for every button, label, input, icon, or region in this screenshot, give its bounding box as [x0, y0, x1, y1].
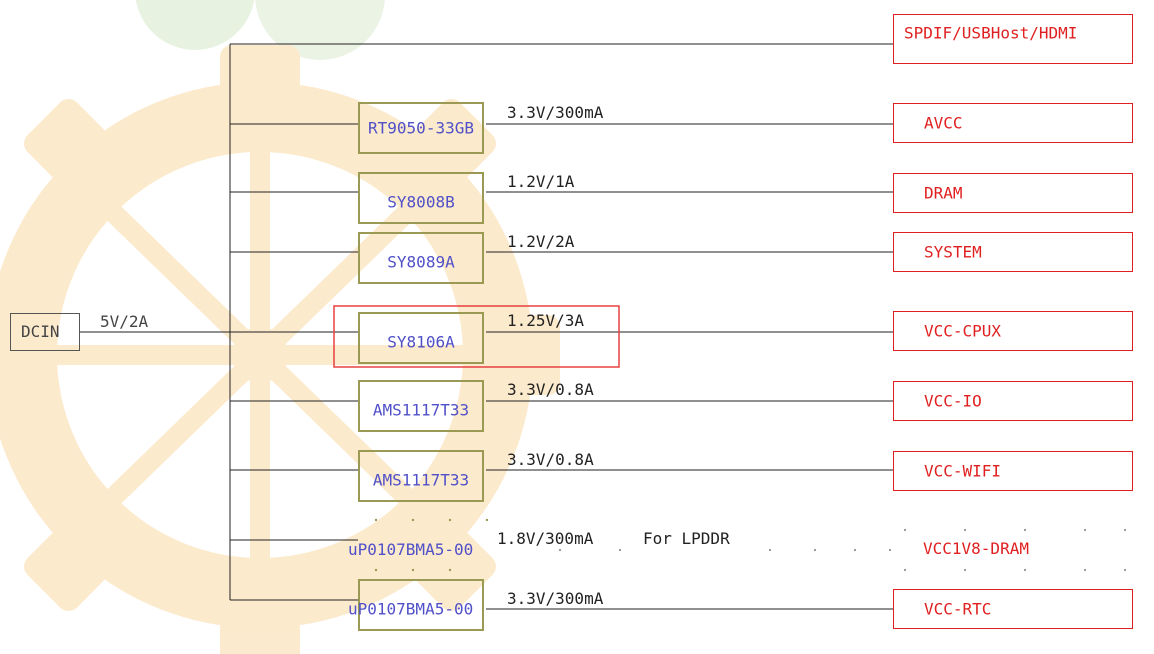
watermark-gear-spokes	[15, 110, 505, 600]
regulator-4-label: SY8106A	[387, 332, 455, 352]
regulator-8: uP0107BMA5-00	[348, 579, 484, 631]
rail-avcc-label: AVCC	[924, 113, 963, 133]
output-spec-7: 1.8V/300mA	[497, 529, 594, 548]
rail-spdif: SPDIF/USBHost/HDMI	[893, 14, 1133, 64]
rail-system: SYSTEM	[893, 232, 1133, 272]
regulator-5-label: AMS1117T33	[372, 400, 470, 420]
dotted-outlines	[374, 518, 489, 572]
output-spec-6: 3.3V/0.8A	[507, 450, 594, 469]
rail-vcc-rtc: VCC-RTC	[893, 589, 1133, 629]
rail-vcc-wifi: VCC-WIFI	[893, 451, 1133, 491]
regulator-3-label: SY8089A	[387, 252, 455, 272]
regulator-8-label: uP0107BMA5-00	[348, 599, 474, 619]
output-spec-1: 3.3V/300mA	[507, 103, 604, 122]
dcin-spec: 5V/2A	[100, 312, 149, 331]
regulator-4: SY8106A	[358, 312, 484, 364]
output-spec-2: 1.2V/1A	[507, 172, 575, 191]
regulator-5: AMS1117T33	[358, 380, 484, 432]
watermark-gear-teeth	[0, 45, 560, 654]
rail-dram: DRAM	[893, 173, 1133, 213]
output-spec-4: 1.25V/3A	[507, 311, 585, 330]
regulator-6-label: AMS1117T33	[372, 470, 470, 490]
rail-avcc: AVCC	[893, 103, 1133, 143]
regulator-1-label: RT9050-33GB	[368, 118, 474, 138]
watermark-leaf-left	[135, 0, 255, 50]
output-spec-5: 3.3V/0.8A	[507, 380, 594, 399]
rail-vcc-io: VCC-IO	[893, 381, 1133, 421]
rail-vcc-rtc-label: VCC-RTC	[924, 599, 992, 619]
watermark-logo	[0, 0, 560, 654]
rail-dram-label: DRAM	[924, 183, 963, 203]
regulator-1: RT9050-33GB	[358, 102, 484, 154]
output-spec-3: 1.2V/2A	[507, 232, 575, 251]
rail-vcc1v8-dram-label: VCC1V8-DRAM	[923, 539, 1029, 558]
wiring	[80, 43, 893, 610]
dcin-box: DCIN	[10, 313, 80, 351]
watermark-leaf-right	[255, 0, 385, 60]
rail-vcc-io-label: VCC-IO	[924, 391, 982, 411]
regulator-2-label: SY8008B	[387, 192, 455, 212]
rail-spdif-label: SPDIF/USBHost/HDMI	[904, 23, 1078, 43]
dcin-label: DCIN	[21, 322, 60, 341]
dotted-rail-outline	[559, 529, 1126, 571]
regulator-7-label: uP0107BMA5-00	[348, 540, 474, 559]
rail-system-label: SYSTEM	[924, 242, 982, 262]
rail-vcc-cpux-label: VCC-CPUX	[924, 321, 1002, 341]
highlight-box	[333, 305, 620, 368]
regulator-6: AMS1117T33	[358, 450, 484, 502]
output-spec-8: 3.3V/300mA	[507, 589, 604, 608]
rail-vcc-cpux: VCC-CPUX	[893, 311, 1133, 351]
rail-vcc-wifi-label: VCC-WIFI	[924, 461, 1002, 481]
regulator-2: SY8008B	[358, 172, 484, 224]
regulator-3: SY8089A	[358, 232, 484, 284]
lpddr-note: For LPDDR	[643, 529, 730, 548]
